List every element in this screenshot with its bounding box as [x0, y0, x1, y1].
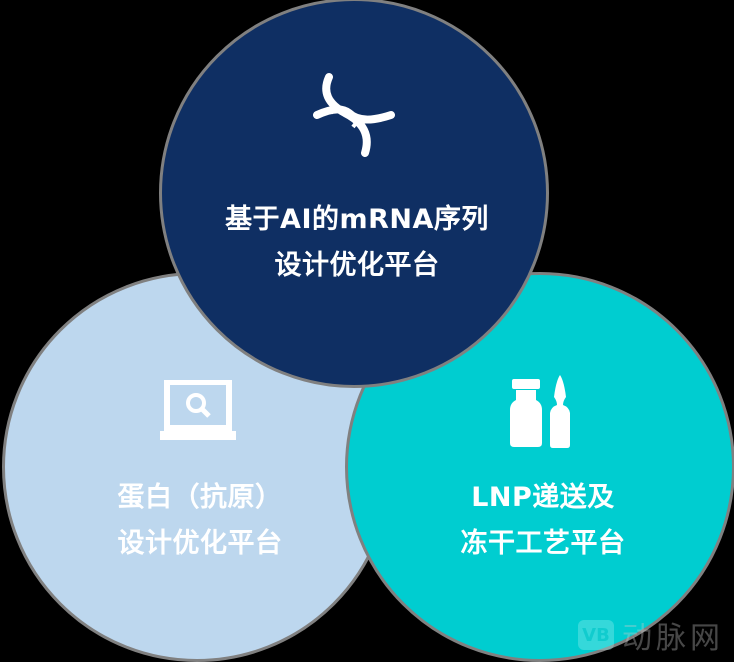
label-line-2: 设计优化平台 [274, 250, 440, 281]
protein-antigen-platform-label: 蛋白（抗原） 设计优化平台 [5, 475, 395, 567]
watermark-text: 动脉网 [622, 621, 724, 656]
mrna-sequence-platform-label: 基于AI的mRNA序列 设计优化平台 [162, 197, 552, 289]
watermark-logo: VB [578, 620, 614, 650]
label-line-1: 蛋白（抗原） [117, 482, 283, 513]
vial-ampoule-icon [510, 375, 570, 448]
watermark: VB 动脉网 [578, 613, 724, 657]
laptop-search-icon [160, 380, 236, 440]
label-line-2: 冻干工艺平台 [460, 528, 626, 559]
label-line-1: 基于AI的mRNA序列 [225, 204, 489, 235]
dna-icon [313, 73, 395, 157]
mrna-sequence-platform-circle: 基于AI的mRNA序列 设计优化平台 [159, 0, 549, 388]
label-line-1: LNP递送及 [471, 482, 615, 513]
label-line-2: 设计优化平台 [117, 528, 283, 559]
lnp-delivery-platform-label: LNP递送及 冻干工艺平台 [348, 475, 734, 567]
